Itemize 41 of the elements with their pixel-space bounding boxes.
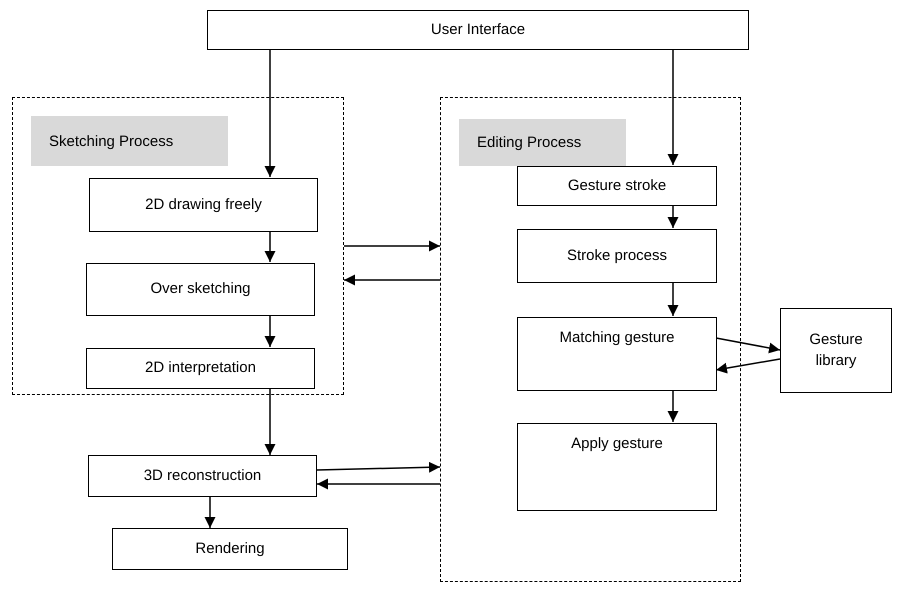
process-box bbox=[112, 528, 348, 570]
process-box bbox=[86, 348, 315, 389]
process-box bbox=[517, 423, 717, 511]
box-label: Over sketching bbox=[150, 279, 251, 300]
arrow bbox=[264, 388, 276, 455]
arrow bbox=[716, 337, 780, 354]
arrow bbox=[716, 358, 780, 374]
arrow bbox=[316, 462, 440, 473]
box-label: Rendering bbox=[195, 538, 265, 559]
process-box bbox=[517, 166, 717, 206]
arrow bbox=[668, 205, 678, 228]
process-box bbox=[517, 229, 717, 283]
group-heading: Editing Process bbox=[459, 119, 626, 166]
box-label: Apply gesture bbox=[571, 434, 663, 454]
process-box bbox=[88, 455, 317, 497]
arrow bbox=[668, 50, 678, 165]
arrow bbox=[204, 497, 216, 528]
box-label: Stroke process bbox=[566, 246, 668, 266]
box-label: 3D reconstruction bbox=[144, 466, 262, 486]
arrow bbox=[264, 315, 276, 347]
group-heading: Sketching Process bbox=[31, 116, 228, 166]
process-box bbox=[89, 178, 318, 232]
box-label: Gesture stroke bbox=[568, 176, 666, 196]
box-label: 2D drawing freely bbox=[145, 194, 262, 215]
arrow bbox=[668, 390, 678, 422]
box-label: 2D interpretation bbox=[145, 358, 256, 378]
process-box bbox=[780, 308, 892, 393]
arrow bbox=[264, 50, 276, 177]
arrow bbox=[317, 478, 440, 490]
box-label: User Interface bbox=[430, 20, 526, 40]
process-box bbox=[517, 317, 717, 391]
process-box bbox=[207, 10, 749, 50]
arrow bbox=[344, 240, 440, 252]
dashed-group-frame bbox=[440, 97, 741, 582]
dashed-group-frame bbox=[12, 97, 344, 395]
process-box bbox=[86, 263, 315, 316]
arrow bbox=[344, 274, 440, 286]
arrow bbox=[264, 231, 276, 262]
box-label: Matching gesture bbox=[559, 328, 675, 348]
arrow bbox=[668, 282, 678, 316]
box-label: Gesture library bbox=[808, 330, 864, 370]
